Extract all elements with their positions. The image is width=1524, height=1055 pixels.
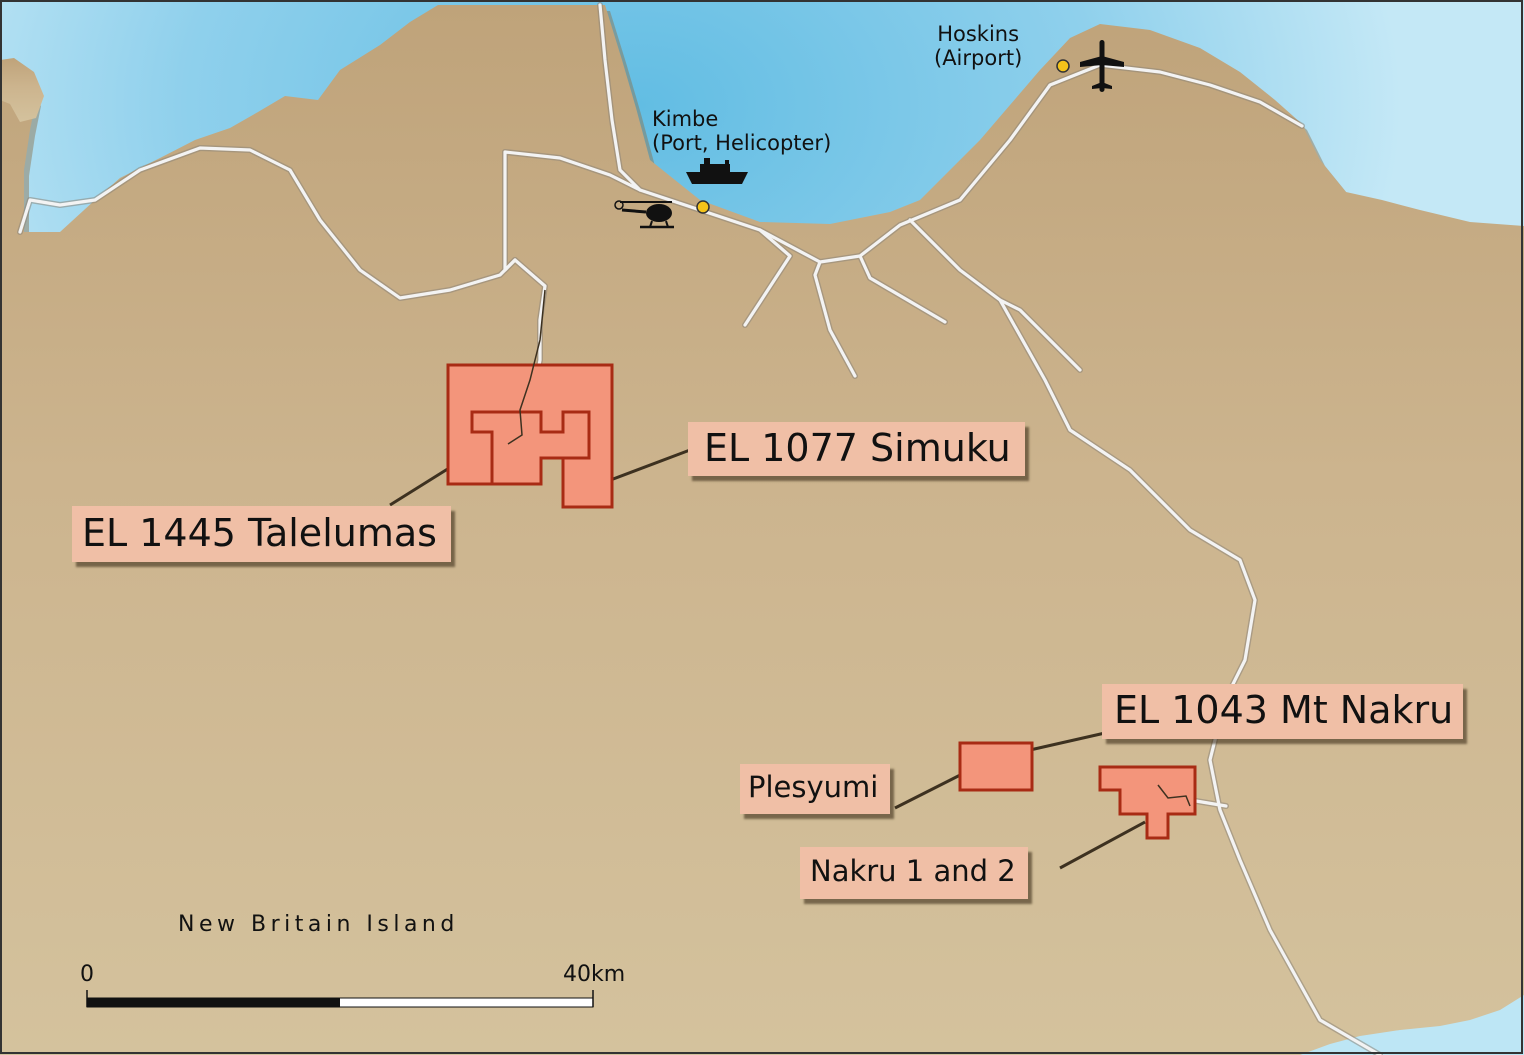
- hoskins-name: Hoskins: [937, 22, 1020, 46]
- helicopter-icon: [614, 200, 674, 229]
- label-el-1043-mt-nakru: EL 1043 Mt Nakru: [1102, 684, 1464, 739]
- ship-icon: [686, 158, 748, 184]
- west-peninsula: [0, 58, 44, 122]
- kimbe-detail: (Port, Helicopter): [652, 131, 832, 155]
- road-network: [17, 2, 1383, 1055]
- scale-end-label: 40km: [563, 962, 626, 987]
- airplane-icon: [1080, 40, 1124, 92]
- label-plesyumi: Plesyumi: [740, 764, 891, 814]
- kimbe-name: Kimbe: [652, 107, 719, 131]
- hoskins-town-dot: [1056, 59, 1070, 73]
- hoskins-label: Hoskins (Airport): [934, 22, 1022, 70]
- tenement-nakru: [1098, 765, 1197, 840]
- scale-bar: [86, 990, 594, 1008]
- hoskins-detail: (Airport): [934, 46, 1023, 70]
- tenements: [446, 363, 1197, 840]
- scale-start-label: 0: [80, 962, 94, 987]
- tracks: [507, 289, 1191, 807]
- kimbe-label: Kimbe (Port, Helicopter): [652, 107, 831, 155]
- tenement-talelumas: [470, 410, 591, 486]
- label-el-1445-talelumas: EL 1445 Talelumas: [72, 506, 451, 562]
- label-nakru-1-and-2: Nakru 1 and 2: [800, 847, 1028, 899]
- region-name-label: New Britain Island: [178, 912, 459, 937]
- kimbe-town-dot: [696, 200, 710, 214]
- label-el-1077-simuku: EL 1077 Simuku: [688, 422, 1025, 476]
- tenement-plesyumi: [958, 741, 1034, 792]
